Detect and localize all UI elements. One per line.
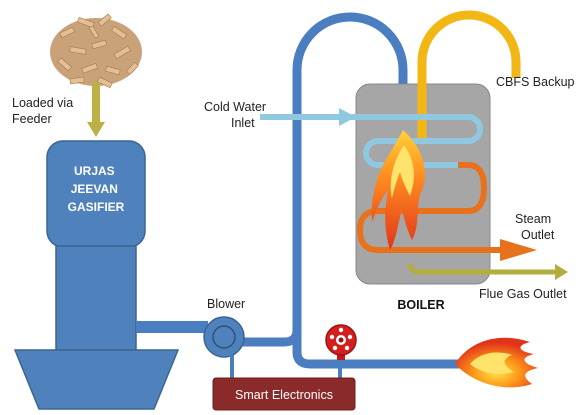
feeder-arrow bbox=[87, 82, 105, 137]
steam-outlet-arrowhead bbox=[500, 239, 537, 261]
blower bbox=[203, 316, 245, 358]
smart-electronics-label: Smart Electronics bbox=[235, 388, 333, 402]
cbfs-backup-pipe bbox=[417, 10, 521, 138]
steam-coil bbox=[356, 162, 505, 253]
boiler-flame-icon bbox=[371, 130, 425, 250]
smart-electronics-box: Smart Electronics bbox=[212, 377, 356, 411]
flame-icon bbox=[455, 337, 538, 388]
gas-pipe bbox=[136, 321, 208, 333]
gasifier-label: URJAS JEEVAN GASIFIER bbox=[68, 164, 125, 214]
cbfs-backup-label: CBFS Backup bbox=[496, 75, 575, 89]
feeder-label: Loaded via Feeder bbox=[12, 96, 77, 126]
boiler-label: BOILER bbox=[397, 298, 444, 312]
cold-water-inlet-label: Cold Water Inlet bbox=[204, 100, 270, 130]
electronics-wires bbox=[230, 355, 342, 379]
blower-label: Blower bbox=[207, 297, 245, 311]
wood-chips-icon bbox=[50, 13, 142, 89]
steam-outlet-label: Steam Outlet bbox=[515, 212, 555, 242]
gasifier: URJAS JEEVAN GASIFIER bbox=[13, 140, 180, 410]
cold-water-coil bbox=[260, 114, 483, 168]
flue-gas-outlet-label: Flue Gas Outlet bbox=[479, 287, 567, 301]
cold-water-arrowhead bbox=[339, 108, 356, 126]
flue-gas-outlet-arrow bbox=[407, 263, 568, 280]
burner-pipe bbox=[292, 330, 465, 369]
valve-wheel-icon bbox=[325, 324, 357, 360]
